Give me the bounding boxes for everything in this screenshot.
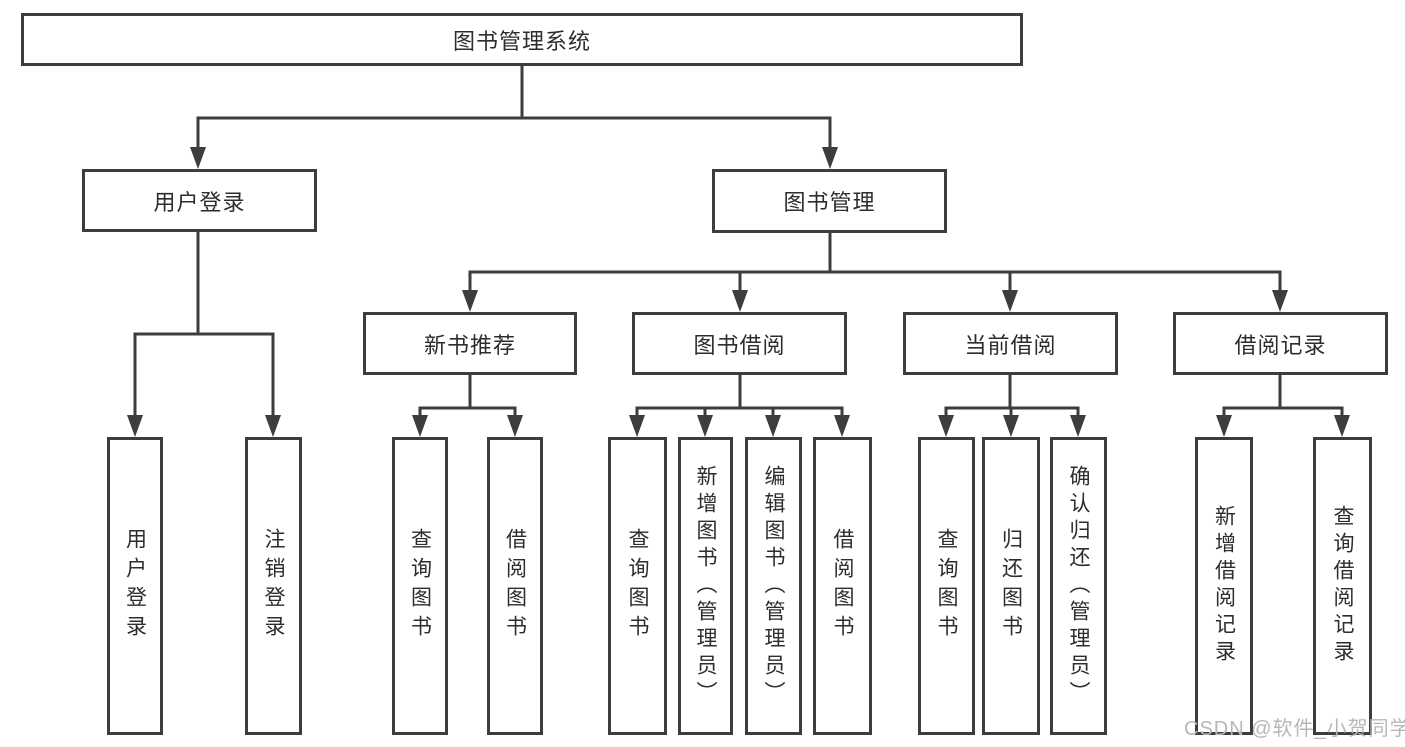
leaf-borrow-book-label: 借阅图书 [831, 528, 854, 644]
leaf-query-book-borrow-label: 查询图书 [626, 528, 649, 644]
node-book-borrow: 图书借阅 [632, 312, 847, 375]
leaf-query-book-recommend-label: 查询图书 [408, 528, 432, 644]
node-borrow-record: 借阅记录 [1173, 312, 1388, 375]
leaf-add-borrow-record: 新增借阅记录 [1195, 437, 1253, 735]
leaf-return-book: 归还图书 [982, 437, 1040, 735]
leaf-query-book-current-label: 查询图书 [935, 528, 958, 644]
node-borrow-record-label: 借阅记录 [1234, 332, 1327, 358]
leaf-edit-book-admin-label: 编辑图书（管理员） [762, 464, 785, 708]
node-book-borrow-label: 图书借阅 [693, 332, 786, 358]
leaf-borrow-book-recommend-label: 借阅图书 [503, 528, 527, 644]
connectors-book-borrow [629, 375, 850, 437]
leaf-query-book-borrow: 查询图书 [608, 437, 667, 735]
node-new-book-recommend-label: 新书推荐 [423, 332, 516, 358]
connectors-borrow-record [1216, 375, 1350, 437]
node-book-management-label: 图书管理 [783, 190, 876, 215]
leaf-confirm-return-admin: 确认归还（管理员） [1050, 437, 1107, 735]
connectors-user-login [127, 232, 281, 437]
leaf-edit-book-admin: 编辑图书（管理员） [745, 437, 802, 735]
leaf-query-book-recommend: 查询图书 [392, 437, 448, 735]
leaf-query-borrow-record-label: 查询借阅记录 [1331, 505, 1354, 667]
csdn-watermark: CSDN @软件_小贺同学 [1184, 718, 1405, 740]
connectors-new-book-recommend [412, 375, 523, 437]
node-current-borrow-label: 当前借阅 [964, 332, 1057, 358]
node-current-borrow: 当前借阅 [903, 312, 1118, 375]
connectors-book-management [462, 233, 1288, 312]
node-new-book-recommend: 新书推荐 [363, 312, 577, 375]
leaf-logout: 注销登录 [245, 437, 302, 735]
leaf-return-book-label: 归还图书 [999, 528, 1023, 644]
node-user-login-label: 用户登录 [153, 189, 246, 215]
leaf-add-book-admin-label: 新增图书（管理员） [694, 464, 717, 708]
node-user-login: 用户登录 [82, 169, 317, 232]
leaf-user-login: 用户登录 [107, 437, 163, 735]
node-book-management: 图书管理 [712, 169, 947, 233]
leaf-borrow-book-recommend: 借阅图书 [487, 437, 543, 735]
leaf-confirm-return-admin-label: 确认归还（管理员） [1067, 464, 1090, 708]
leaf-add-book-admin: 新增图书（管理员） [678, 437, 733, 735]
node-root-label: 图书管理系统 [452, 28, 591, 54]
leaf-add-borrow-record-label: 新增借阅记录 [1212, 505, 1236, 667]
leaf-query-book-current: 查询图书 [918, 437, 975, 735]
connectors-current-borrow [938, 375, 1086, 437]
leaf-query-borrow-record: 查询借阅记录 [1313, 437, 1372, 735]
leaf-logout-label: 注销登录 [262, 528, 285, 644]
leaf-borrow-book: 借阅图书 [813, 437, 872, 735]
leaf-user-login-label: 用户登录 [123, 528, 147, 644]
node-root: 图书管理系统 [21, 13, 1023, 66]
connectors-root [190, 66, 838, 169]
